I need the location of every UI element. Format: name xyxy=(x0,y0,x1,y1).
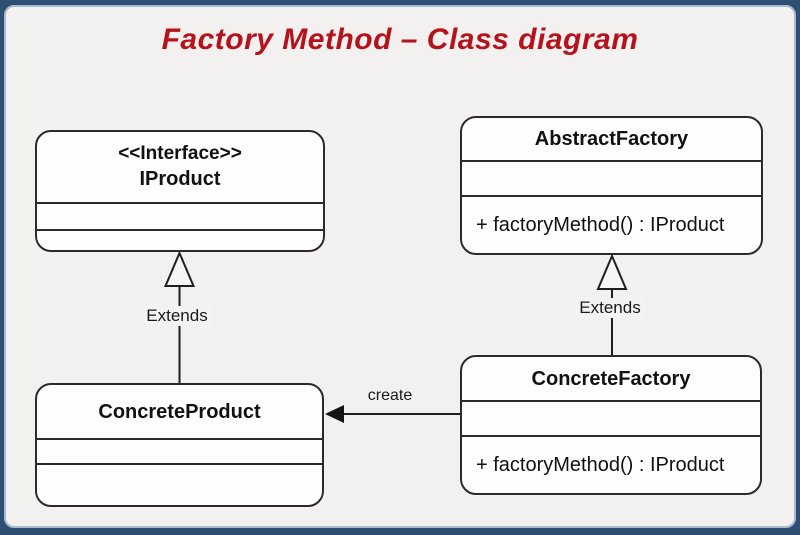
attributes-compartment xyxy=(37,202,323,229)
class-header: ConcreteFactory xyxy=(462,357,760,400)
class-box-concretefactory: ConcreteFactory + factoryMethod() : IPro… xyxy=(460,355,762,495)
class-name: ConcreteProduct xyxy=(98,400,261,423)
generalization-arrowhead-right-icon xyxy=(596,253,628,290)
extends-label-right: Extends xyxy=(575,298,645,318)
operations-compartment xyxy=(37,463,322,505)
create-label: create xyxy=(367,387,413,404)
operations-compartment: + factoryMethod() : IProduct xyxy=(462,435,760,493)
class-header: <<Interface>> IProduct xyxy=(37,132,323,202)
class-header: ConcreteProduct xyxy=(37,385,322,438)
class-name: IProduct xyxy=(139,168,221,191)
class-name: AbstractFactory xyxy=(534,128,689,150)
class-box-abstractfactory: AbstractFactory + factoryMethod() : IPro… xyxy=(460,116,763,255)
class-box-concreteproduct: ConcreteProduct xyxy=(35,383,324,507)
class-stereotype: <<Interface>> xyxy=(118,142,242,164)
attributes-compartment xyxy=(462,160,761,195)
class-box-iproduct: <<Interface>> IProduct xyxy=(35,130,325,252)
diagram-canvas: Factory Method – Class diagram <<Interfa… xyxy=(4,5,796,528)
generalization-arrowhead-left-icon xyxy=(163,250,196,287)
attributes-compartment xyxy=(37,438,322,463)
operations-compartment xyxy=(37,229,323,250)
attributes-compartment xyxy=(462,400,760,435)
class-header: AbstractFactory xyxy=(462,118,761,160)
operation-factorymethod: + factoryMethod() : IProduct xyxy=(476,453,725,476)
page-title: Factory Method – Class diagram xyxy=(161,23,639,56)
class-name: ConcreteFactory xyxy=(531,367,691,390)
extends-label-left: Extends xyxy=(142,306,212,326)
create-arrowhead-icon xyxy=(325,405,344,423)
operations-compartment: + factoryMethod() : IProduct xyxy=(462,195,761,253)
operation-factorymethod: + factoryMethod() : IProduct xyxy=(476,213,725,236)
